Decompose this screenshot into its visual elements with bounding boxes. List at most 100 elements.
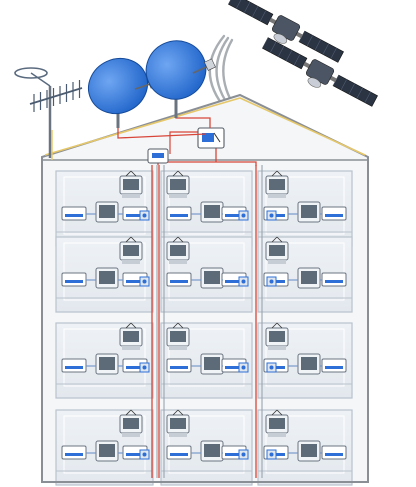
room-inner-frame [265, 176, 345, 235]
tv-icon [119, 322, 143, 350]
tv-screen [204, 205, 220, 218]
outlet-socket [241, 365, 246, 370]
room-inner-frame [168, 176, 245, 235]
apartment-unit [55, 322, 154, 399]
tv-screen [99, 444, 115, 457]
tv-antenna [276, 409, 283, 416]
tv-screen [99, 205, 115, 218]
room-inner-frame [265, 328, 345, 387]
receiver-icon [166, 358, 192, 373]
tv-antenna [172, 170, 179, 177]
attic-cable [164, 161, 257, 166]
receiver-display [325, 366, 343, 369]
tv-antenna [130, 322, 137, 329]
satellite-icon [262, 37, 378, 107]
receiver-icon [166, 206, 192, 221]
tv-icon [119, 409, 143, 437]
dish-lnb [203, 58, 216, 71]
tv-screen [301, 271, 317, 284]
tv-screen [99, 271, 115, 284]
tv-screen [99, 357, 115, 370]
tv-screen [269, 245, 285, 256]
multiswitch-icon [197, 127, 225, 149]
tv-antenna [172, 409, 179, 416]
receiver-body [166, 206, 192, 221]
outlet-socket [241, 213, 246, 218]
outlet-socket [142, 365, 147, 370]
tv-antenna [271, 409, 278, 416]
solar-panel-left [228, 0, 274, 26]
antenna-boom [29, 87, 83, 105]
receiver-icon [61, 206, 87, 221]
tv-antenna [271, 170, 278, 177]
receiver-display [225, 214, 243, 217]
receiver-body [321, 358, 347, 373]
tv-antenna [172, 236, 179, 243]
room-inner-frame [168, 415, 245, 474]
tv-stand [268, 260, 286, 264]
tv-icon [297, 201, 321, 223]
satellite-dish-small [273, 33, 288, 44]
receiver-display [65, 366, 83, 369]
wall-outlet-icon [266, 362, 277, 373]
receiver-icon [321, 358, 347, 373]
room-inner-frame [63, 242, 146, 301]
outlet-socket [142, 213, 147, 218]
outlet-socket [269, 452, 274, 457]
tv-icon [95, 201, 119, 223]
antenna-loop [14, 67, 48, 79]
receiver-body [321, 445, 347, 460]
room-inner-frame [265, 242, 345, 301]
antenna-boom [30, 72, 51, 87]
tv-antenna [177, 236, 184, 243]
wall-outlet-icon [238, 362, 249, 373]
tv-screen [269, 331, 285, 342]
tv-icon [95, 267, 119, 289]
wall-outlet-icon [266, 276, 277, 287]
tv-screen [269, 418, 285, 429]
receiver-display [126, 366, 144, 369]
receiver-display [170, 366, 188, 369]
wall-outlet-icon [266, 449, 277, 460]
attic-cable [169, 131, 206, 154]
receiver-icon [61, 272, 87, 287]
apartment-unit [160, 170, 253, 247]
apartment-unit [160, 236, 253, 313]
tv-icon [265, 322, 289, 350]
rooftop-equipment [14, 40, 216, 160]
wall-outlet-icon [139, 276, 150, 287]
solar-panel-right [332, 74, 378, 107]
apartment-unit [257, 236, 353, 313]
apartment-unit [160, 409, 253, 486]
cable-risers [151, 131, 263, 478]
wall-outlet-icon [266, 210, 277, 221]
tv-screen [170, 331, 186, 342]
tv-screen [301, 205, 317, 218]
multiswitch-mark [213, 132, 221, 143]
yagi-antenna-icon [14, 67, 83, 160]
receiver-icon [166, 445, 192, 460]
tv-screen [170, 245, 186, 256]
house [41, 93, 369, 486]
receiver-display [225, 453, 243, 456]
room-inner-frame [63, 415, 146, 474]
tv-icon [297, 353, 321, 375]
tv-icon [200, 440, 224, 462]
roof-cable-yellow [44, 97, 366, 156]
receiver-icon [166, 272, 192, 287]
receiver-body [61, 206, 87, 221]
tv-icon [119, 170, 143, 198]
outlet-socket [142, 279, 147, 284]
tv-icon [200, 353, 224, 375]
outlet-socket [269, 279, 274, 284]
floor [55, 236, 353, 313]
tv-stand [268, 346, 286, 350]
receiver-display [170, 214, 188, 217]
room-inner-frame [168, 328, 245, 387]
wall-outlet-icon [139, 449, 150, 460]
tv-icon [200, 267, 224, 289]
apartment-unit [55, 409, 154, 486]
tv-stand [169, 346, 187, 350]
tv-screen [170, 418, 186, 429]
